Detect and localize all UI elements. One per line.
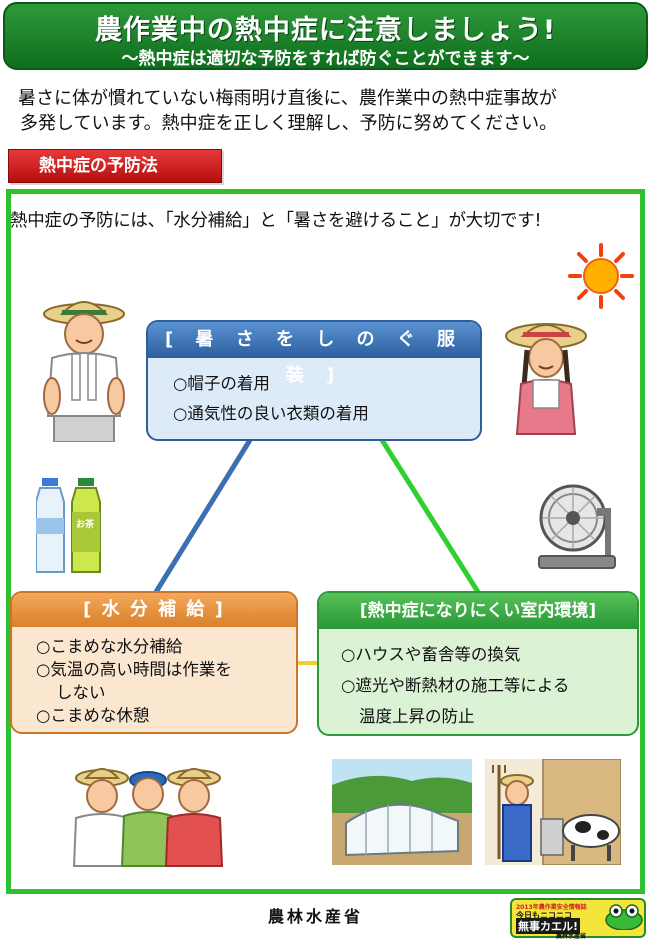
hydration-item-1: ○こまめな水分補給 <box>36 637 183 656</box>
environment-box: [熱中症になりにくい室内環境] ○ハウスや畜舎等の換気 ○遮光や断熱材の施工等に… <box>317 591 639 736</box>
farmer-right <box>164 768 224 867</box>
clothing-item-2: ○通気性の良い衣類の着用 <box>173 404 369 423</box>
intro-text: 暑さに体が慣れていない梅雨明け直後に、農作業中の熱中症事故が 多発しています。熱… <box>18 86 638 136</box>
intro-line-2: 多発しています。熱中症を正しく理解し、予防に努めてください。 <box>20 113 558 134</box>
content-frame <box>6 189 645 894</box>
three-farmers-icon <box>72 768 224 867</box>
lead-text: 熱中症の予防には、「水分補給」と「暑さを避けること」が大切です! <box>10 211 542 231</box>
ministry-name: 農林水産省 <box>268 907 364 926</box>
section-tag: 熱中症の予防法 <box>8 149 222 183</box>
page-subtitle: 〜熱中症は適切な予防をすれば防ぐことができます〜 <box>121 49 530 69</box>
greenhouse-icon <box>332 759 472 865</box>
badge-line-1: 2013年農作業安全情報誌 <box>516 904 587 911</box>
farmer-woman-icon <box>505 323 587 435</box>
dairy-farmer-cow-icon <box>485 759 621 865</box>
intro-line-1: 暑さに体が慣れていない梅雨明け直後に、農作業中の熱中症事故が <box>18 88 557 109</box>
hydration-item-2: ○気温の高い時間は作業を <box>36 660 232 679</box>
farmer-left <box>72 768 132 867</box>
frog-icon <box>605 904 643 930</box>
page-title: 農作業中の熱中症に注意しましょう! <box>94 15 557 46</box>
electric-fan-icon <box>538 484 616 569</box>
connector-green <box>379 438 481 594</box>
hydration-item-3: ○こまめな休憩 <box>36 706 150 725</box>
drink-bottles-icon <box>36 478 101 573</box>
safety-campaign-badge: 2013年農作業安全情報誌 今日もニコニコ 無事カエル! 農林水産省 <box>510 898 646 940</box>
environment-item-1: ○ハウスや畜舎等の換気 <box>341 645 521 664</box>
clothing-title: [ 暑 さ を し の ぐ 服 装 ] <box>148 322 480 386</box>
badge-line-2: 今日もニコニコ <box>516 911 572 920</box>
hydration-title: [ 水 分 補 給 ] <box>12 593 296 627</box>
environment-item-2: ○遮光や断熱材の施工等による 温度上昇の防止 <box>341 674 637 728</box>
clothing-box: [ 暑 さ を し の ぐ 服 装 ] ○帽子の着用 ○通気性の良い衣類の着用 <box>146 320 482 441</box>
header-banner: 農作業中の熱中症に注意しましょう! 〜熱中症は適切な予防をすれば防ぐことができま… <box>3 2 648 70</box>
farmer-man-icon <box>43 301 125 442</box>
hydration-box: [ 水 分 補 給 ] ○こまめな水分補給 ○気温の高い時間は作業を しない ○… <box>10 591 298 734</box>
tea-bottle-label: お茶 <box>76 520 95 530</box>
badge-line-4: 農林水産省 <box>556 933 587 940</box>
hydration-item-2-cont: しない <box>56 683 106 702</box>
sun-icon <box>568 243 634 309</box>
badge-line-3: 無事カエル! <box>516 918 581 934</box>
connector-blue <box>153 438 253 594</box>
environment-item-2-cont: 温度上昇の防止 <box>359 707 475 726</box>
clothing-item-1: ○帽子の着用 <box>173 374 270 393</box>
environment-title: [熱中症になりにくい室内環境] <box>319 593 637 629</box>
farmer-center <box>120 771 176 867</box>
environment-item-2-text: ○遮光や断熱材の施工等による <box>341 676 570 695</box>
